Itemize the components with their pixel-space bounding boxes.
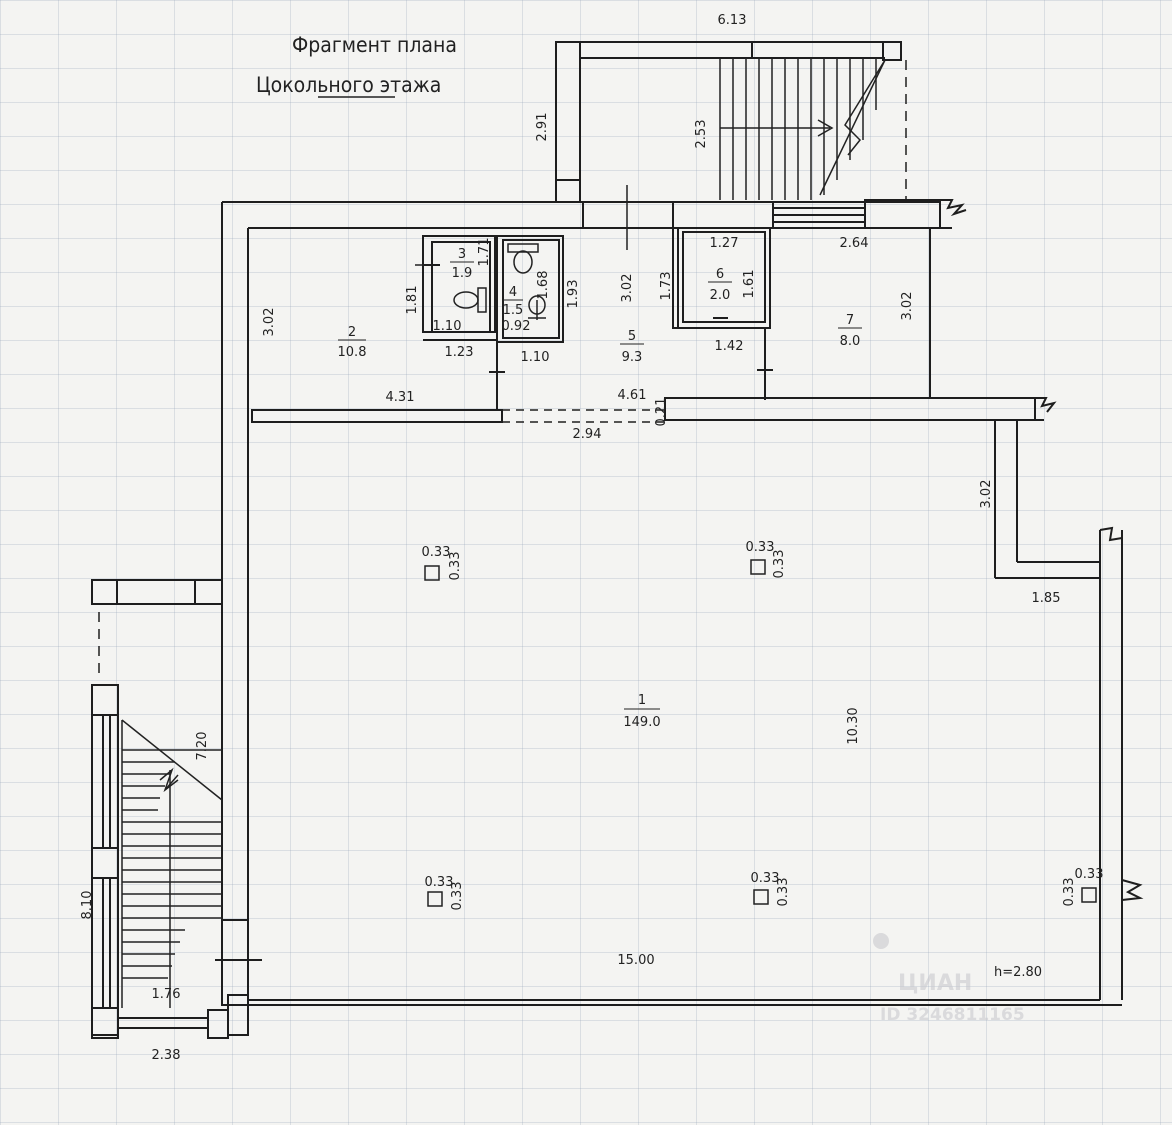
dim-room2-height: 3.02 [262, 308, 277, 337]
dim-stair-top-left-height: 2.91 [535, 113, 550, 142]
room-5-number: 5 [628, 329, 636, 344]
dim-room6-bottom-width: 1.42 [715, 339, 744, 354]
column-3-width: 0.33 [425, 875, 454, 890]
left-stair [121, 719, 223, 1008]
toilet-room4-icon [507, 243, 539, 274]
column-4-width: 0.33 [751, 871, 780, 886]
column-2-height: 0.33 [772, 550, 787, 579]
dim-room2-width: 4.31 [386, 390, 415, 405]
column-5-width: 0.33 [1075, 867, 1104, 882]
room-3-area: 1.9 [452, 266, 473, 281]
watermark-logo-icon [873, 933, 889, 949]
room-4-area: 1.5 [503, 303, 524, 318]
dim-room7-width: 2.64 [840, 236, 869, 251]
column-3-height: 0.33 [450, 882, 465, 911]
top-stair [719, 58, 886, 200]
dim-hall-width: 15.00 [617, 953, 654, 968]
dim-stair-top-width: 6.13 [718, 13, 747, 28]
dim-left-stair-outer-width: 2.38 [152, 1048, 181, 1063]
room-5-area: 9.3 [622, 350, 643, 365]
dim-hall-height: 10.30 [846, 707, 861, 744]
room-2-area: 10.8 [338, 345, 367, 360]
column-2 [750, 559, 766, 575]
watermark-id: ID 3246811165 [880, 1005, 1025, 1025]
walls [91, 41, 1144, 1039]
dim-room3-height-left: 1.81 [405, 286, 420, 315]
dim-ceiling-height: h=2.80 [994, 965, 1042, 980]
room-1-number: 1 [638, 693, 646, 708]
column-3 [427, 891, 443, 907]
column-1 [424, 565, 440, 581]
dim-room3-bottom-width: 1.23 [445, 345, 474, 360]
room-7-number: 7 [846, 313, 854, 328]
room-4-number: 4 [509, 285, 517, 300]
column-1-width: 0.33 [422, 545, 451, 560]
column-5-height: 0.33 [1062, 878, 1077, 907]
dim-left-stair-height: 8.10 [80, 891, 95, 920]
dim-room4-inner-width: 0.92 [502, 319, 531, 334]
dim-left-stair-length: 7.20 [195, 732, 210, 761]
plan-title-line1: Фрагмент плана [292, 33, 457, 57]
column-2-width: 0.33 [746, 540, 775, 555]
columns [424, 559, 1097, 907]
room-6-area: 2.0 [710, 288, 731, 303]
room-3-number: 3 [458, 247, 466, 262]
dim-opening-width: 2.94 [573, 427, 602, 442]
sink-room4-icon [528, 295, 546, 320]
room-6-number: 6 [716, 267, 724, 282]
dim-room4-height: 1.68 [536, 271, 551, 300]
dim-corridor-height-left: 1.93 [566, 280, 581, 309]
door-marks [415, 185, 628, 266]
dim-room3-height-right: 1.71 [477, 238, 492, 267]
dim-room4-width: 1.10 [521, 350, 550, 365]
dim-room6-height-left: 1.73 [659, 272, 674, 301]
room-2-number: 2 [348, 325, 356, 340]
dim-room6-height-right: 1.61 [742, 270, 757, 299]
dim-left-stair-inner-width: 1.76 [152, 987, 181, 1002]
dim-room3-width: 1.10 [433, 319, 462, 334]
watermark: ЦИАН ID 3246811165 [873, 933, 1025, 1025]
watermark-brand: ЦИАН [898, 971, 972, 996]
dim-right-recess-width: 1.85 [1032, 591, 1061, 606]
column-1-height: 0.33 [448, 552, 463, 581]
room-7-area: 8.0 [840, 334, 861, 349]
dim-stair-flight-length: 2.53 [694, 120, 709, 149]
dim-room7-height: 3.02 [900, 292, 915, 321]
column-labels: 0.33 0.33 0.33 0.33 0.33 0.33 0.33 0.33 … [422, 540, 1104, 910]
dim-corridor-height: 3.02 [620, 274, 635, 303]
plan-title-line2: Цокольного этажа [256, 73, 441, 97]
dim-room6-width: 1.27 [710, 236, 739, 251]
room-labels: 1 149.0 2 10.8 3 1.9 4 1.5 5 9.3 6 2.0 7… [338, 247, 862, 730]
column-4-height: 0.33 [776, 878, 791, 907]
toilet-room3-icon [453, 287, 487, 313]
column-4 [753, 889, 769, 905]
dim-wall-thickness: 0.21 [654, 398, 669, 427]
dim-right-recess-height: 3.02 [979, 480, 994, 509]
dim-corridor-width: 4.61 [618, 388, 647, 403]
dimension-labels: 6.13 1.27 2.64 1.10 1.23 0.92 1.10 1.42 … [80, 13, 1060, 1063]
column-5 [1081, 887, 1097, 903]
room-1-area: 149.0 [623, 715, 660, 730]
